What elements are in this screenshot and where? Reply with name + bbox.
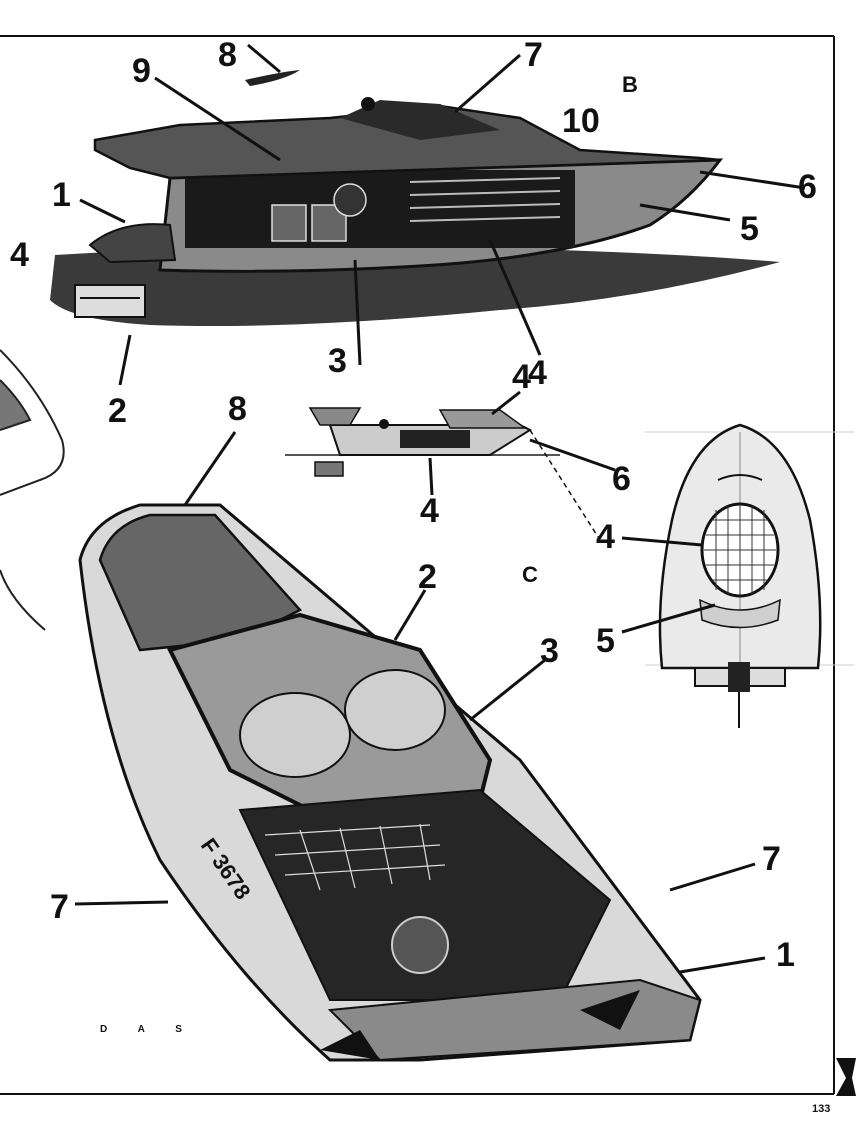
callout-mid-4-top: 4: [512, 358, 531, 396]
callout-labels-mid: 4 4 6: [420, 358, 631, 530]
callout-c-8: 8: [228, 390, 247, 428]
c-engine-well: [238, 788, 612, 1001]
callout-b-8: 8: [218, 36, 237, 74]
callout-b-5: 5: [740, 210, 759, 248]
perspective-view-c: F 3678: [78, 503, 702, 1062]
callout-labels-plan: 4 5: [596, 518, 615, 660]
c-engine-dome: [391, 916, 449, 974]
plan-view: [645, 423, 854, 728]
leader-lines-b: [79, 43, 806, 386]
leader-lines-c: [74, 431, 766, 974]
page-number: 133: [812, 1103, 830, 1115]
seats: [271, 183, 367, 242]
c-seat-left: [239, 692, 351, 778]
stern-platform: [88, 223, 177, 264]
small-side-view: [285, 407, 601, 541]
callout-b-3: 3: [328, 342, 347, 380]
callout-c-3: 3: [540, 632, 559, 670]
small-stern-wing: [308, 407, 362, 426]
light-dome: [361, 97, 375, 111]
callout-b-10: 10: [562, 102, 600, 140]
page-frame: [0, 35, 835, 1095]
leader-lines-plan: [621, 536, 716, 634]
plan-hatch-grid: [704, 504, 776, 596]
callout-plan-5: 5: [596, 622, 615, 660]
callout-b-7: 7: [524, 36, 543, 74]
cockpit-canopy: [340, 100, 500, 140]
callout-b-1: 1: [52, 176, 71, 214]
flap-wing: [245, 70, 300, 86]
outboard-drive: [74, 284, 146, 318]
callout-b-6: 6: [798, 168, 817, 206]
callout-c-7-right: 7: [762, 840, 781, 878]
c-net-grid: [264, 823, 446, 891]
callout-c-2: 2: [418, 558, 437, 596]
plan-outboard: [728, 662, 750, 692]
callout-plan-4: 4: [596, 518, 615, 556]
small-bow-deck: [438, 409, 528, 429]
view-label-b: B: [622, 72, 638, 97]
side-cutaway-view-b: [50, 70, 780, 326]
callout-labels-b: 8 7 9 10 6 5 1 4 3 4 2 B: [10, 36, 817, 430]
deck: [93, 104, 721, 180]
interior-cutaway: [185, 170, 575, 248]
small-drive: [314, 461, 344, 477]
callout-labels-c: 8 2 3 7 7 1 C: [50, 390, 795, 974]
bunk-lines: [409, 177, 561, 222]
callout-b-4: 4: [528, 354, 547, 392]
callout-mid-4-bottom: 4: [420, 492, 439, 530]
projection-line: [529, 429, 601, 541]
callout-c-1: 1: [776, 936, 795, 974]
cropped-boat-sketch-left: [0, 349, 65, 631]
callout-b-4-left: 4: [10, 236, 29, 274]
small-interior: [400, 430, 470, 448]
view-label-c: C: [522, 562, 538, 587]
plan-seat: [699, 598, 781, 629]
callout-b-2: 2: [108, 392, 127, 430]
chapter-tab-marker: [836, 1058, 856, 1096]
callout-mid-6: 6: [612, 460, 631, 498]
artist-signature: D A S: [100, 1024, 196, 1035]
leader-lines-mid: [428, 390, 616, 496]
c-seat-right: [344, 669, 446, 751]
small-figure: [379, 419, 389, 429]
callout-b-9: 9: [132, 52, 151, 90]
callout-c-7-left: 7: [50, 888, 69, 926]
